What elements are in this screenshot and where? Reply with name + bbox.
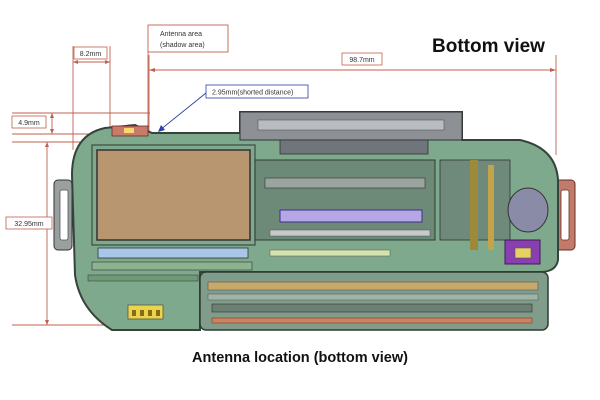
caption: Antenna location (bottom view) (192, 350, 408, 366)
svg-text:(shadow area): (shadow area) (160, 42, 205, 49)
sensor-block (254, 159, 436, 241)
dimension-arrows (45, 60, 556, 325)
svg-text:4.9mm: 4.9mm (18, 120, 40, 127)
dimension-lines (12, 46, 557, 326)
sensor-plate (279, 209, 423, 223)
shorted-distance-callout: 2.95mm(shorted distance) (158, 84, 309, 132)
lower-board (97, 247, 249, 259)
dim-label-32-95: 32.95mm (5, 216, 53, 230)
dim-label-98-7: 98.7mm (341, 52, 383, 66)
view-title: Bottom view (432, 36, 545, 57)
purple-component (504, 239, 541, 265)
svg-text:2.95mm(shorted distance): 2.95mm(shorted distance) (212, 90, 293, 97)
svg-text:Antenna area: Antenna area (160, 31, 202, 38)
connector (127, 304, 164, 320)
antenna-area-callout: Antenna area (shadow area) (147, 24, 229, 53)
svg-text:32.95mm: 32.95mm (14, 221, 43, 228)
svg-text:98.7mm: 98.7mm (349, 57, 374, 64)
camera-body (53, 111, 576, 331)
round-component (507, 187, 549, 233)
battery (96, 149, 251, 241)
dim-label-4-9: 4.9mm (11, 115, 47, 129)
svg-text:8.2mm: 8.2mm (80, 51, 102, 58)
dim-label-8-2: 8.2mm (73, 46, 108, 60)
